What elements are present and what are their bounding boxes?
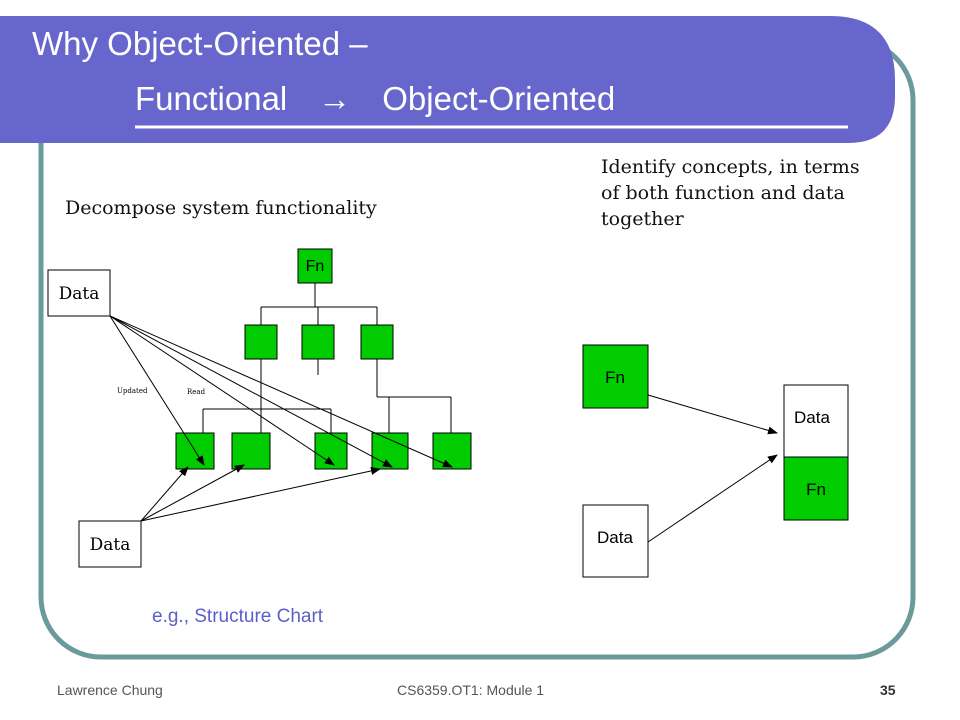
data-box-bottom: [78, 520, 142, 568]
right-arrow-icon: →: [318, 80, 352, 117]
example-caption: e.g., Structure Chart: [152, 606, 324, 627]
slide-title-line-2: Functional → Object-Oriented: [135, 82, 615, 115]
data-box-bottom-label: Data: [90, 535, 131, 555]
fn-node-level3: [432, 432, 472, 470]
title-band: [0, 16, 895, 143]
oo-data-box-label: Data: [597, 528, 633, 547]
object-diagram: Fn Data Data Fn: [582, 344, 849, 578]
fn-node-level2: [244, 324, 278, 360]
slide-number: 35: [880, 682, 896, 698]
oo-data-box: [582, 504, 649, 578]
slide-title-line-1: Why Object-Oriented –: [32, 25, 368, 62]
data-flow-arrows-top: [109, 315, 453, 468]
fn-node-root: [297, 248, 333, 284]
fn-node-level2: [301, 324, 335, 360]
structure-chart: Fn Data Data Updated Read: [47, 248, 472, 568]
data-flow-arrows-bottom: [140, 464, 381, 522]
oo-object-data-label: Data: [794, 408, 830, 427]
oo-arrow-data-to-object: [647, 454, 778, 543]
footer-course: CS6359.OT1: Module 1: [397, 682, 545, 698]
edge-label-read: Read: [187, 388, 206, 396]
oo-fn-box: [582, 344, 649, 409]
oo-object-data: [783, 384, 849, 458]
fn-node-level3: [314, 432, 348, 470]
title-functional: Functional: [135, 80, 288, 117]
edge-label-updated: Updated: [117, 387, 148, 395]
tree-connectors: [202, 283, 452, 433]
right-heading: Identify concepts, in terms of both func…: [601, 156, 860, 230]
fn-node-level3: [231, 432, 271, 470]
left-heading: Decompose system functionality: [65, 197, 377, 219]
fn-node-level3: [371, 432, 409, 470]
data-box-top-label: Data: [59, 284, 100, 304]
footer-author: Lawrence Chung: [57, 682, 163, 698]
oo-object-fn-label: Fn: [806, 480, 826, 499]
title-object-oriented: Object-Oriented: [382, 80, 616, 117]
data-box-top: [47, 269, 111, 317]
oo-object-fn: [783, 456, 849, 521]
oo-arrow-fn-to-object: [647, 394, 778, 435]
fn-node-level3: [175, 432, 215, 470]
oo-fn-box-label: Fn: [605, 368, 625, 387]
fn-node-root-label: Fn: [306, 258, 325, 275]
fn-node-level2: [360, 324, 394, 360]
